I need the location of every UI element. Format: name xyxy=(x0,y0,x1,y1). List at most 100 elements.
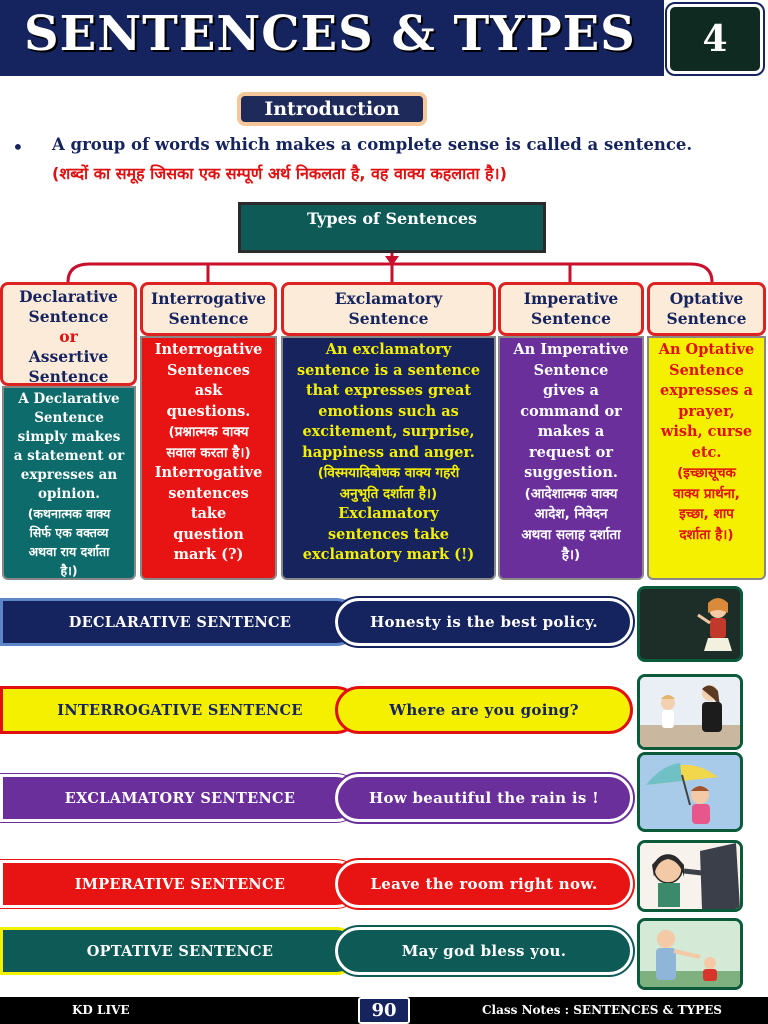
body-line: take xyxy=(190,505,227,522)
page-number: 90 xyxy=(358,997,410,1024)
teacher-scolding-student-image xyxy=(637,840,743,912)
introduction-heading: Introduction xyxy=(237,92,427,126)
body-line-hindi: है।) xyxy=(561,547,581,563)
imperative-example: Leave the room right now. xyxy=(333,858,635,910)
body-line-hindi: दर्शाता है।) xyxy=(679,526,734,543)
interrogative-body: Interrogative Sentences ask questions. (… xyxy=(140,336,277,580)
body-line: request or xyxy=(529,443,613,461)
body-line-hindi: सवाल करता है।) xyxy=(166,444,251,461)
interrogative-heading-line: Interrogative xyxy=(150,289,266,308)
body-line: that expresses great xyxy=(305,382,472,399)
body-line: An Imperative xyxy=(513,341,629,358)
body-line: A Declarative xyxy=(18,391,120,407)
intro-definition-english: A group of words which makes a complete … xyxy=(52,135,693,154)
exclamatory-heading-line: Sentence xyxy=(348,309,429,328)
exclamatory-example: How beautiful the rain is ! xyxy=(333,772,635,824)
body-line: mark (?) xyxy=(173,546,244,563)
optative-body: An Optative Sentence expresses a prayer,… xyxy=(647,336,766,580)
declarative-heading-line: Sentence xyxy=(28,367,109,386)
exclamatory-heading: Exclamatory Sentence xyxy=(281,282,496,336)
imperative-type-label: IMPERATIVE SENTENCE xyxy=(0,859,361,909)
exclamatory-type-label: EXCLAMATORY SENTENCE xyxy=(0,773,361,823)
declarative-example: Honesty is the best policy. xyxy=(333,596,635,648)
exclamatory-heading-line: Exclamatory xyxy=(334,289,443,308)
body-line: question xyxy=(173,525,244,543)
optative-example: May god bless you. xyxy=(333,925,635,977)
body-line: Sentences xyxy=(167,361,250,379)
body-line-hindi: इच्छा, शाप xyxy=(679,506,734,522)
body-line: happiness and anger. xyxy=(302,443,475,461)
optative-heading-line: Sentence xyxy=(666,309,747,328)
body-line: sentences take xyxy=(327,525,450,543)
body-line: An Optative xyxy=(658,341,755,358)
tree-connector xyxy=(66,253,714,283)
body-line: exclamatory mark (!) xyxy=(302,546,475,563)
teacher-pointing-at-board-image xyxy=(637,586,743,662)
body-line-hindi: है।) xyxy=(60,563,78,578)
body-line: expresses an xyxy=(20,467,118,483)
footer-class-notes: Class Notes : SENTENCES & TYPES xyxy=(482,1003,722,1017)
body-line: An exclamatory xyxy=(325,341,452,358)
body-line-hindi: अथवा सलाह दर्शाता xyxy=(521,526,621,543)
types-of-sentences-heading: Types of Sentences xyxy=(238,202,546,253)
page-title: SENTENCES & TYPES xyxy=(24,6,636,62)
body-line: gives a xyxy=(543,382,599,399)
elder-blessing-child-image xyxy=(637,918,743,990)
mother-asking-child-image xyxy=(637,674,743,750)
imperative-heading: Imperative Sentence xyxy=(498,282,644,336)
interrogative-example: Where are you going? xyxy=(335,686,633,734)
body-line: a statement or xyxy=(13,448,125,464)
body-line: Sentence xyxy=(669,361,744,379)
body-line-hindi: (विस्मयादिबोधक वाक्य गहरी xyxy=(317,465,460,481)
body-line: suggestion. xyxy=(524,464,618,481)
body-line-hindi: अथवा राय दर्शाता xyxy=(28,544,110,559)
declarative-type-label: DECLARATIVE SENTENCE xyxy=(0,598,360,646)
body-line-hindi: आदेश, निवेदन xyxy=(534,506,608,522)
declarative-heading: Declarative Sentence or Assertive Senten… xyxy=(0,282,137,386)
optative-heading: Optative Sentence xyxy=(647,282,766,336)
body-line: Exclamatory xyxy=(338,505,439,522)
body-line-hindi: (कथनात्मक वाक्य xyxy=(27,506,111,521)
body-line-hindi: सिर्फ एक वक्तव्य xyxy=(29,525,109,540)
optative-type-label: OPTATIVE SENTENCE xyxy=(0,927,360,975)
interrogative-heading: Interrogative Sentence xyxy=(140,282,277,336)
declarative-heading-line: Declarative xyxy=(19,287,118,306)
body-line: sentence is a sentence xyxy=(296,361,481,379)
girl-with-umbrella-in-rain-image xyxy=(637,752,743,832)
body-line: expresses a xyxy=(659,382,754,399)
declarative-body: A Declarative Sentence simply makes a st… xyxy=(2,386,136,580)
body-line: wish, curse xyxy=(660,423,753,440)
body-line: Interrogative xyxy=(154,464,263,481)
imperative-heading-line: Imperative xyxy=(523,289,619,308)
body-line-hindi: (इच्छासूचक xyxy=(677,465,736,481)
optative-heading-line: Optative xyxy=(669,289,744,308)
declarative-heading-line: Sentence xyxy=(28,307,109,326)
declarative-heading-line: Assertive xyxy=(28,347,109,366)
body-line: etc. xyxy=(691,443,722,461)
interrogative-type-label: INTERROGATIVE SENTENCE xyxy=(0,686,360,734)
exclamatory-body: An exclamatory sentence is a sentence th… xyxy=(281,336,496,580)
body-line: simply makes xyxy=(17,429,121,445)
body-line: excitement, surprise, xyxy=(302,423,475,440)
interrogative-heading-line: Sentence xyxy=(168,309,249,328)
imperative-heading-line: Sentence xyxy=(531,309,611,328)
title-banner xyxy=(0,0,664,76)
body-line: prayer, xyxy=(678,402,735,420)
footer-brand: KD LIVE xyxy=(72,1003,130,1017)
body-line: Sentence xyxy=(34,410,104,426)
declarative-heading-or: or xyxy=(59,327,78,346)
bullet-point: • xyxy=(12,135,24,159)
body-line: emotions such as xyxy=(318,402,459,420)
body-line: opinion. xyxy=(37,486,101,502)
body-line: ask xyxy=(194,382,223,399)
body-line: Sentence xyxy=(533,361,609,379)
body-line: command or xyxy=(520,402,622,420)
body-line-hindi: (प्रश्नात्मक वाक्य xyxy=(168,424,249,440)
body-line: makes a xyxy=(537,423,605,440)
body-line: Interrogative xyxy=(154,341,263,358)
intro-definition-hindi: (शब्दों का समूह जिसका एक सम्पूर्ण अर्थ न… xyxy=(52,164,507,183)
body-line: sentences xyxy=(168,484,249,502)
body-line-hindi: (आदेशात्मक वाक्य xyxy=(524,485,618,502)
chapter-number-badge: 4 xyxy=(665,2,765,76)
body-line: questions. xyxy=(166,402,251,420)
